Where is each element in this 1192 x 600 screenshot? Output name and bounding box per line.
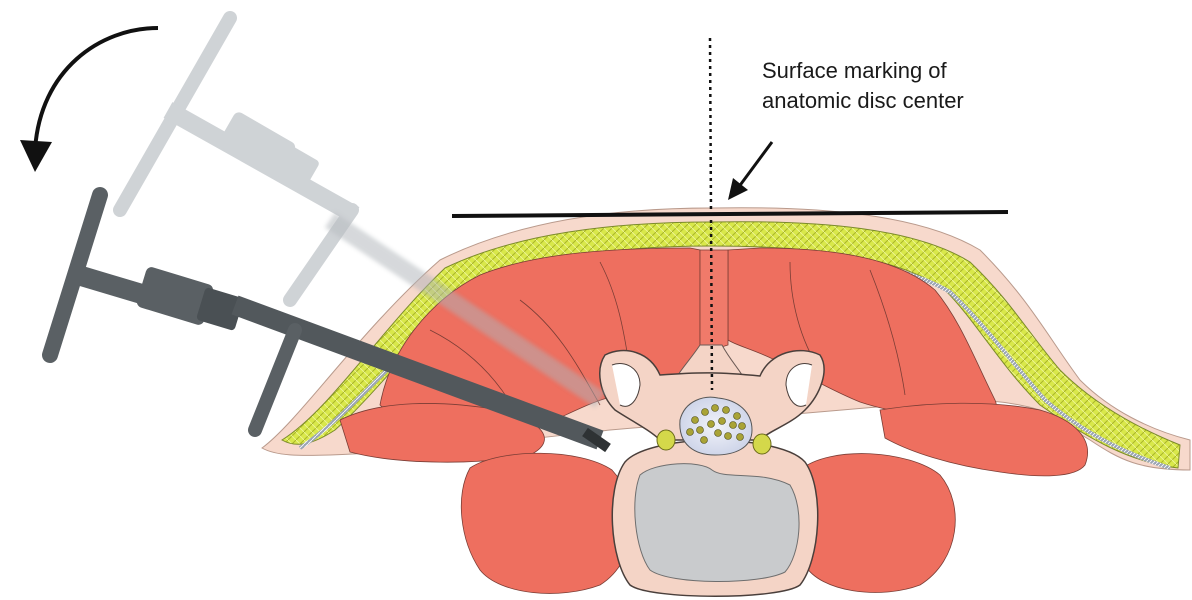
curved-arrow-icon bbox=[20, 28, 158, 172]
annotation-line-2: anatomic disc center bbox=[762, 88, 964, 113]
annotation-line-1: Surface marking of bbox=[762, 58, 948, 83]
dorsal-root-ganglion-left bbox=[657, 430, 675, 450]
surface-line bbox=[452, 212, 1008, 216]
dorsal-root-ganglion-right bbox=[753, 434, 771, 454]
pointer-arrow-icon bbox=[728, 142, 772, 200]
